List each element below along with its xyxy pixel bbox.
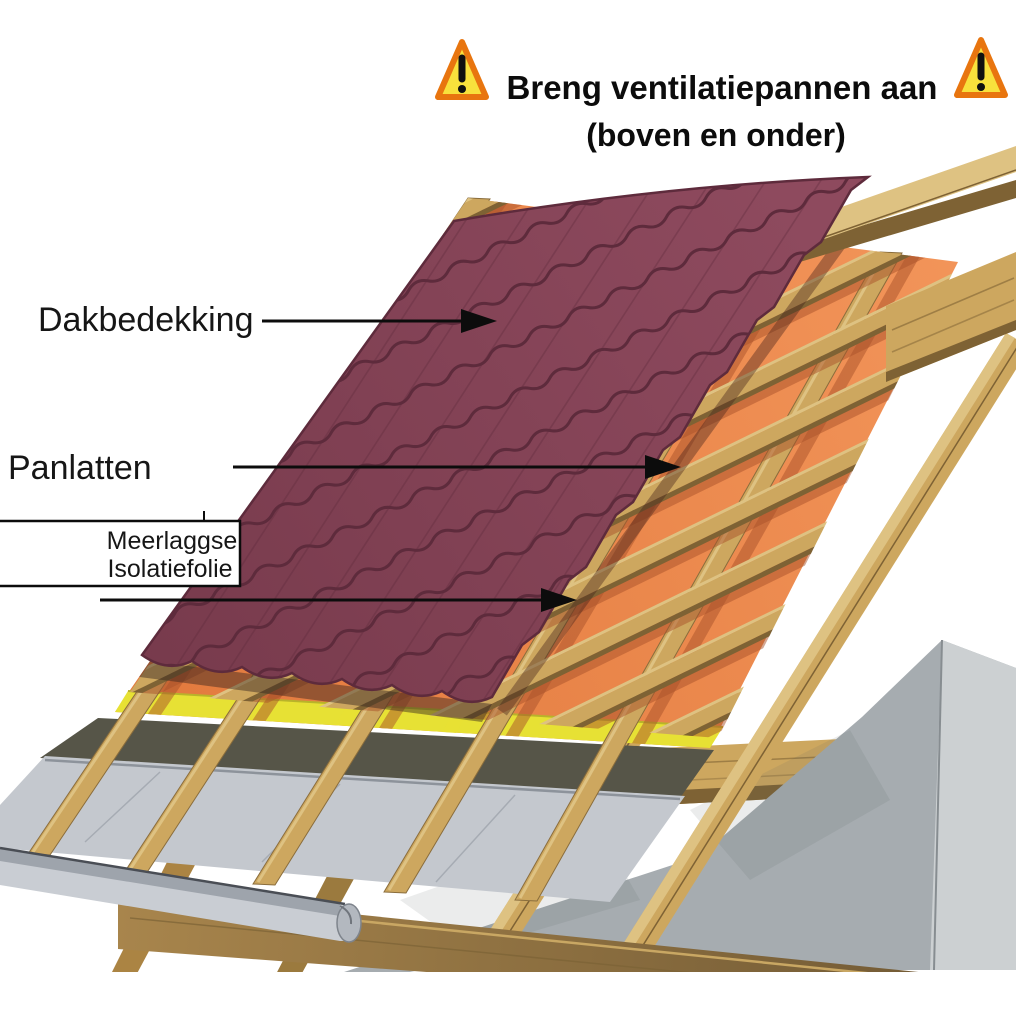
annotations: Dakbedekking Panlatten Meerlaggse Isolat… [0,301,681,612]
header: Breng ventilatiepannen aan (boven en ond… [435,37,1008,153]
rafter [583,333,1016,1022]
isolatiefolie-label-line1: Meerlaggse [107,527,238,555]
arrowhead-icon [645,455,681,479]
panlatten-label: Panlatten [8,449,152,487]
tile-course-line [142,177,868,702]
tile-batten-shadow [130,336,958,738]
gutter [0,846,362,943]
header-title-line1: Breng ventilatiepannen aan [507,69,938,106]
arrowhead-icon [461,309,497,333]
arrowhead-icon [541,588,577,612]
tile-batten-highlight [130,218,958,738]
roof-deck-edge [40,718,714,798]
dakbedekking-label: Dakbedekking [38,301,253,339]
tile-batten-shadow [130,236,958,738]
tile-batten-edge [130,334,958,738]
tile-course-line [142,177,868,702]
tile-batten [130,321,958,738]
bottom-whitespace [0,972,1016,1024]
tile-column-line [142,177,868,702]
tile-batten [130,220,958,738]
tile-course-line [142,177,868,620]
isolatiefolie-label-line2: Isolatiefolie [107,555,232,583]
tile-column-line [142,177,868,702]
underlay-sheet [0,756,685,902]
warning-triangle-icon [435,39,489,100]
tile-course-line [142,177,868,702]
panlatten-callout: Panlatten [8,449,681,487]
header-title-line2: (boven en onder) [586,117,846,153]
tile-batten-edge [130,233,958,738]
tile-batten-highlight [130,369,958,738]
tile-batten-shadow [130,286,958,738]
tile-column-line [142,177,868,702]
warning-triangle-icon [954,37,1008,98]
tile-course-line [142,177,868,702]
ridge-beam [766,146,1016,272]
tile-batten-edge [130,283,958,738]
tile-edge-shadow [132,198,883,722]
tile-batten-highlight [130,268,958,738]
tile-batten-highlight [130,318,958,738]
tile-course-line [142,177,868,662]
tile-column-line [142,177,868,702]
isolatiefolie-callout: Meerlaggse Isolatiefolie [0,511,577,612]
isolatiefolie-label-box [0,519,242,588]
ridge-plank [886,252,1016,382]
dakbedekking-callout: Dakbedekking [38,301,497,339]
tile-column-line [142,177,868,702]
tile-batten [130,371,958,738]
tile-batten [130,271,958,738]
